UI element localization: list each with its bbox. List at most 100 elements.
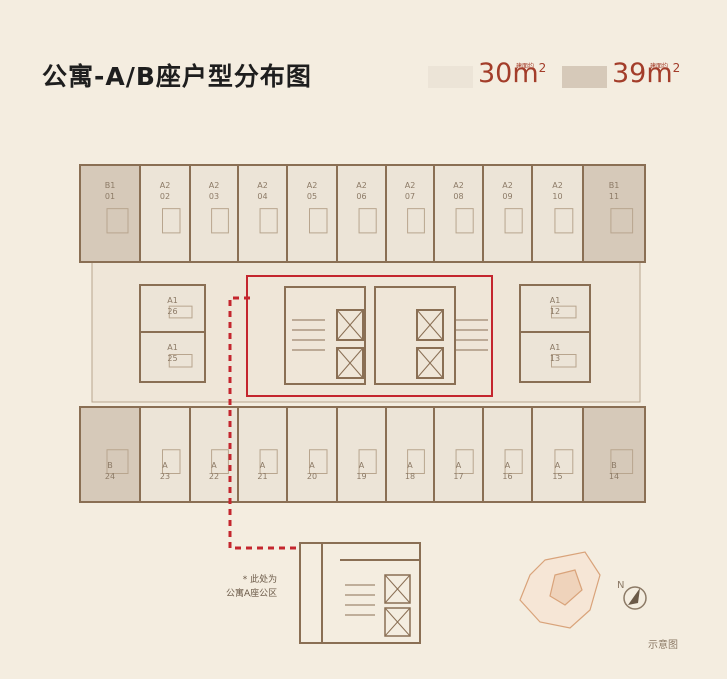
unit-23-label: A 23 [140,460,190,482]
unit-26-bathroom [168,305,193,319]
unit-25-cell [139,331,206,383]
unit-number: 01 [104,192,116,201]
unit-type: A [358,461,365,470]
unit-type: A1 [167,296,178,305]
unit-06-cell [336,164,387,263]
unit-02-bathroom [162,208,181,234]
unit-type: A [407,461,413,470]
unit-number: 13 [549,354,561,363]
legend-note-39: 建面约 [650,63,669,70]
unit-number: 20 [306,472,318,481]
unit-type: B1 [608,181,620,190]
unit-05-cell [286,164,338,263]
unit-number: 16 [502,472,513,481]
unit-type: A2 [404,181,416,190]
unit-19-bathroom [358,449,377,474]
unit-number: 19 [356,472,367,481]
unit-14-cell [582,406,646,503]
unit-number: 18 [404,472,416,481]
unit-type: A2 [306,181,318,190]
unit-15-cell [531,406,584,503]
note-line1: * 此处为 [242,575,278,585]
unit-05-bathroom [309,208,328,234]
unit-14-bathroom [610,449,634,474]
unit-17-bathroom [455,449,474,474]
unit-22-bathroom [211,449,229,474]
unit-02-cell [139,164,191,263]
site-map-thumbnail [519,551,601,629]
unit-number: 25 [167,354,178,363]
unit-number: 06 [356,192,367,201]
unit-16-cell [482,406,533,503]
public-area-note: * 此处为 公寓A座公区 [226,573,277,601]
unit-06-bathroom [358,208,377,234]
unit-type: A [162,461,168,470]
compass-icon [623,586,647,610]
public-area-highlight [246,275,493,397]
unit-13-cell [519,331,591,383]
unit-type: A2 [502,181,513,190]
unit-04-cell [237,164,288,263]
legend-value-30: 30m2 [478,58,547,89]
unit-number: 15 [552,472,563,481]
unit-number: 22 [208,472,220,481]
unit-24-bathroom [106,449,129,474]
unit-13-bathroom [551,354,577,368]
unit-18-cell [385,406,435,503]
unit-20-bathroom [309,449,328,474]
legend-note-30: 建面约 [516,63,535,70]
unit-20-cell [286,406,338,503]
unit-12-cell [519,284,591,333]
unit-03-bathroom [211,208,229,234]
unit-11-bathroom [610,208,634,234]
unit-type: A [504,461,511,470]
unit-type: A2 [356,181,367,190]
unit-07-cell [385,164,435,263]
unit-type: A [211,461,217,470]
unit-16-bathroom [504,449,523,474]
unit-12-bathroom [551,305,577,319]
unit-18-bathroom [407,449,425,474]
unit-09-cell [482,164,533,263]
unit-number: 17 [453,472,464,481]
unit-type: A1 [167,343,178,352]
unit-type: A2 [453,181,464,190]
unit-number: 14 [608,472,620,481]
unit-type: B [611,461,617,470]
unit-18-label: A 18 [386,460,434,482]
compass-label: N [617,580,625,591]
unit-03-cell [189,164,239,263]
unit-number: 03 [208,192,220,201]
unit-04-bathroom [259,208,278,234]
note-line2: 公寓A座公区 [226,589,278,599]
unit-22-label: A 22 [190,460,238,482]
unit-01-bathroom [106,208,129,234]
unit-14-label: B 14 [583,460,645,482]
legend-swatch-39 [562,66,607,88]
unit-type: A [259,461,266,470]
unit-07-bathroom [407,208,425,234]
unit-10-bathroom [554,208,574,234]
unit-number: 23 [159,472,171,481]
unit-number: 10 [552,192,563,201]
unit-23-cell [139,406,191,503]
unit-19-label: A 19 [337,460,386,482]
unit-number: 21 [257,472,268,481]
unit-21-bathroom [259,449,278,474]
